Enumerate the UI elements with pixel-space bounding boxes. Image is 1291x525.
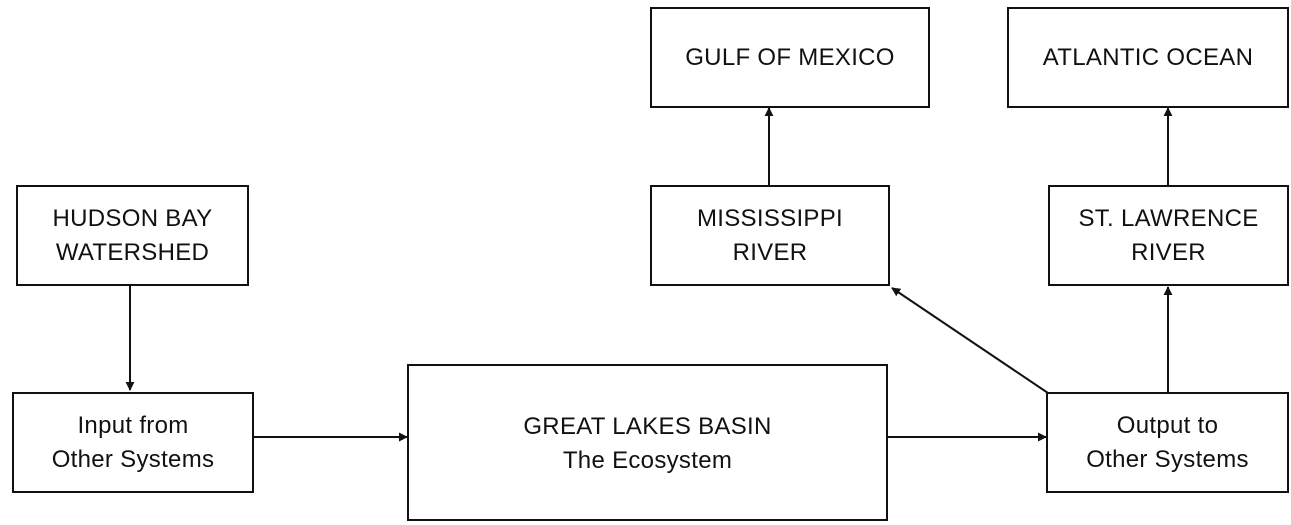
atlantic-ocean-box: ATLANTIC OCEAN [1007,7,1289,108]
hudson-bay-line-1: HUDSON BAY [52,204,213,232]
great-lakes-basin-box: GREAT LAKES BASIN The Ecosystem [407,364,888,521]
mississippi-line-2: RIVER [732,238,808,266]
hudson-bay-line-2: WATERSHED [55,238,210,266]
input-line-1: Input from [77,411,189,439]
great-lakes-line-1: GREAT LAKES BASIN [523,413,772,440]
input-from-other-systems-box: Input from Other Systems [12,392,254,493]
atlantic-line-1: ATLANTIC OCEAN [1042,44,1254,71]
gulf-line-1: GULF OF MEXICO [685,44,895,71]
output-line-1: Output to [1116,411,1219,439]
great-lakes-line-2: The Ecosystem [562,447,733,474]
output-line-2: Other Systems [1086,445,1249,473]
arrow-output-to-mississippi [891,287,1049,394]
st-lawrence-river-box: ST. LAWRENCE RIVER [1048,185,1289,286]
st-lawrence-line-1: ST. LAWRENCE [1078,204,1259,232]
mississippi-line-1: MISSISSIPPI [696,204,843,232]
mississippi-river-box: MISSISSIPPI RIVER [650,185,890,286]
st-lawrence-line-2: RIVER [1131,238,1206,266]
hudson-bay-watershed-box: HUDSON BAY WATERSHED [16,185,249,286]
input-line-2: Other Systems [51,445,215,473]
output-to-other-systems-box: Output to Other Systems [1046,392,1289,493]
gulf-of-mexico-box: GULF OF MEXICO [650,7,930,108]
